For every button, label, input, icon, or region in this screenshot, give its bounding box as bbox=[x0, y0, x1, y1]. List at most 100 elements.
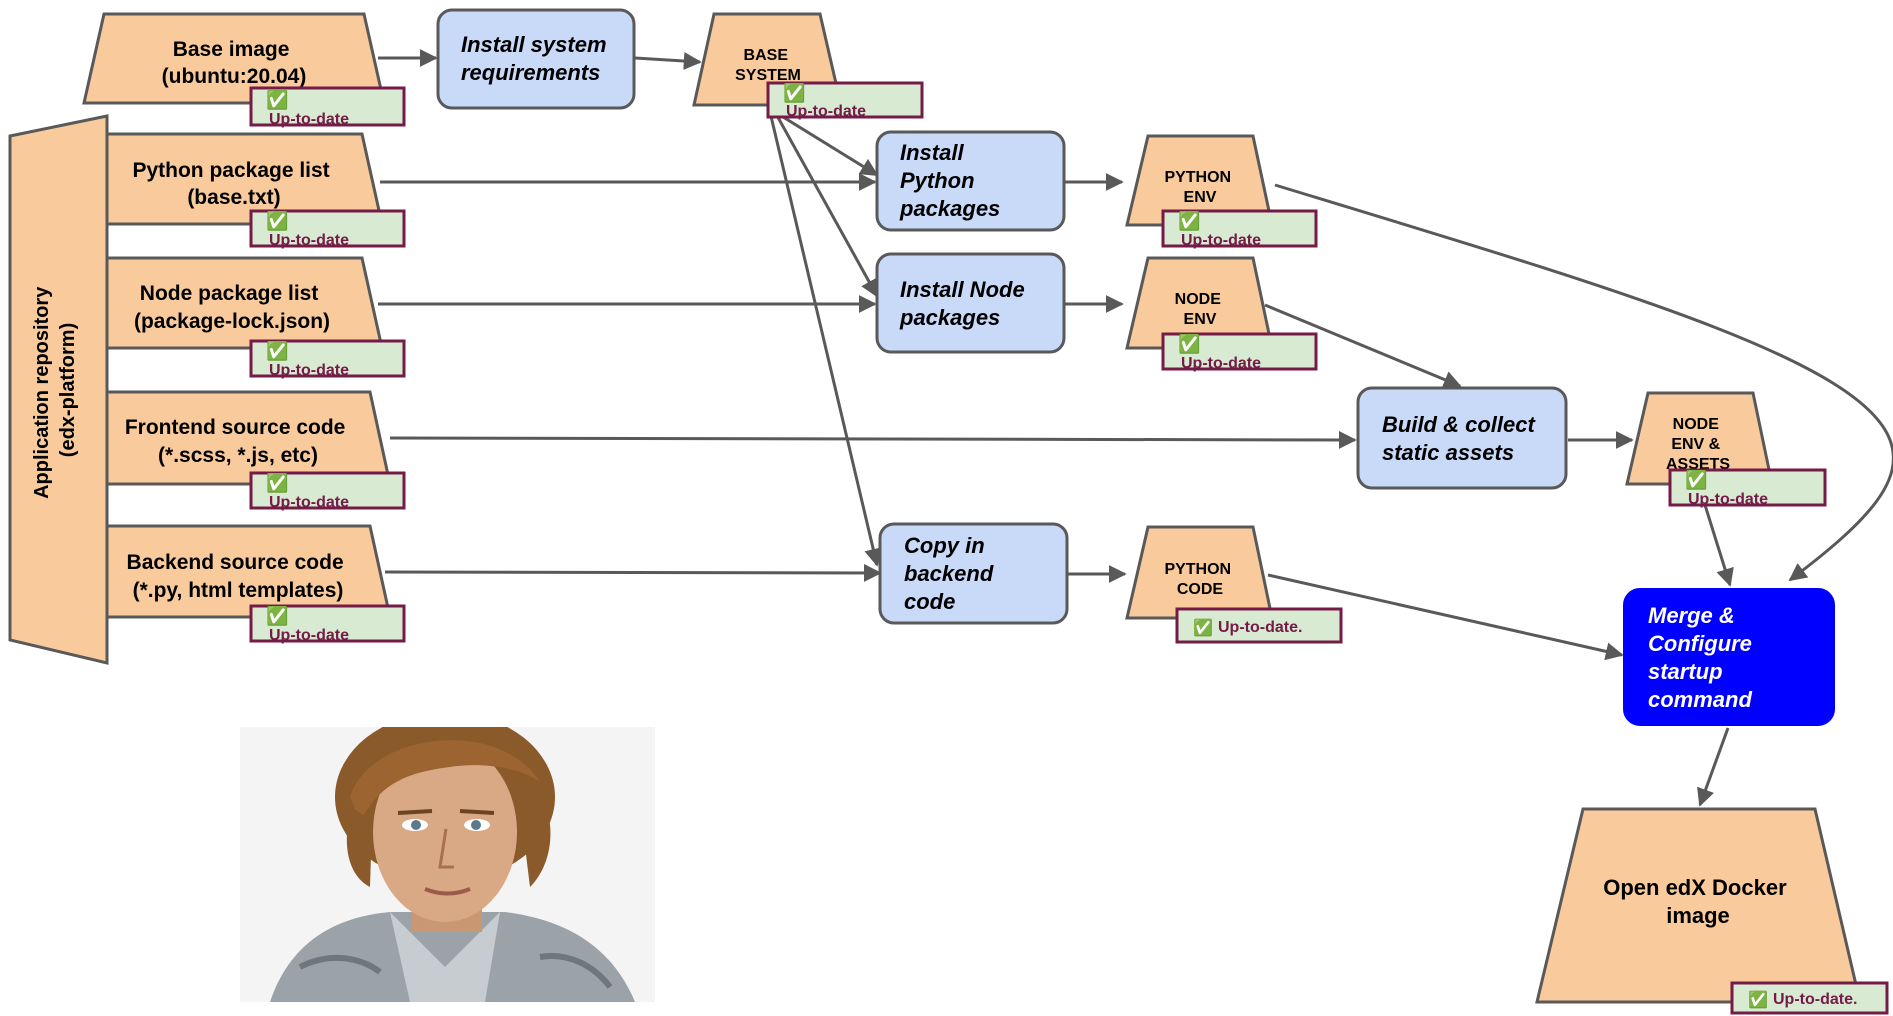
badge-label: Up-to-date bbox=[269, 494, 349, 511]
input-frontend-source: Frontend source code (*.scss, *.js, etc) bbox=[105, 390, 392, 486]
check-icon: ✅ bbox=[266, 340, 288, 361]
badge-base-image: ✅ Up-to-date bbox=[249, 86, 406, 128]
layer-python-env: PYTHON ENV bbox=[1125, 134, 1274, 227]
svg-text:Backend source code (*.p: Backend source code (*.py, html template… bbox=[127, 551, 350, 602]
node-env-assets-line1: NODE bbox=[1673, 416, 1720, 433]
badge-node-list: ✅ Up-to-date bbox=[249, 339, 406, 379]
build-assets-line2: static assets bbox=[1382, 440, 1514, 465]
input-node-package-list: Node package list (package-lock.json) bbox=[105, 256, 384, 350]
badge-label: Up-to-date. bbox=[1218, 619, 1302, 636]
check-icon: ✅ bbox=[1748, 990, 1768, 1009]
backend-label: Backend source code bbox=[127, 551, 344, 574]
install-system-line1: Install system bbox=[461, 32, 607, 57]
python-list-file: (base.txt) bbox=[187, 186, 280, 209]
check-icon: ✅ bbox=[783, 82, 805, 103]
svg-text:NODE ENV: NODE ENV bbox=[1175, 291, 1226, 328]
node-env-assets-line2: ENV & bbox=[1671, 436, 1720, 453]
final-image-line2: image bbox=[1666, 903, 1730, 928]
arrow-node-env-to-build-assets bbox=[1264, 303, 1462, 389]
badge-label: Up-to-date bbox=[269, 111, 349, 128]
arrow-python-env-to-merge bbox=[1274, 183, 1893, 582]
node-list-label: Node package list bbox=[140, 282, 319, 305]
install-system-line2: requirements bbox=[461, 60, 600, 85]
badge-final-image: ✅ Up-to-date. bbox=[1730, 981, 1889, 1015]
svg-text:NODE ENV & ASSETS: NODE ENV & ASSETS bbox=[1666, 416, 1730, 473]
backend-files: (*.py, html templates) bbox=[133, 579, 344, 602]
merge-line2: Configure bbox=[1648, 631, 1752, 656]
arrows bbox=[378, 49, 1893, 807]
svg-text:Application repository (: Application repository (edx-platform) bbox=[31, 281, 79, 499]
badge-label: Up-to-date bbox=[786, 103, 866, 120]
install-python-line1: Install bbox=[900, 140, 964, 165]
arrow-frontend-to-build-assets bbox=[389, 430, 1357, 449]
arrow-node-env-assets-to-merge bbox=[1703, 504, 1734, 587]
svg-text:Open edX Docker image: Open edX Docker image bbox=[1603, 875, 1793, 928]
base-image-label: Base image bbox=[173, 38, 290, 61]
step-merge-configure: Merge & Configure startup command bbox=[1623, 588, 1835, 726]
check-icon: ✅ bbox=[266, 472, 288, 493]
arrow-python-code-to-merge bbox=[1267, 573, 1624, 661]
arrow-base-system-to-copy-backend bbox=[768, 111, 883, 567]
final-image-line1: Open edX Docker bbox=[1603, 875, 1787, 900]
arrow-install-system-to-base-system bbox=[634, 52, 702, 70]
repository-name: (edx-platform) bbox=[57, 323, 79, 457]
python-list-label: Python package list bbox=[132, 159, 329, 182]
badge-label: Up-to-date. bbox=[1773, 991, 1857, 1008]
svg-text:Python package list (bas: Python package list (base.txt) bbox=[132, 159, 335, 209]
input-python-package-list: Python package list (base.txt) bbox=[105, 132, 384, 226]
badge-python-code: ✅ Up-to-date. bbox=[1175, 607, 1343, 644]
base-image-tag: (ubuntu:20.04) bbox=[162, 65, 307, 88]
final-docker-image: Open edX Docker image bbox=[1535, 807, 1862, 1004]
svg-text:BASE SYSTEM: BASE SYSTEM bbox=[735, 47, 801, 84]
merge-line4: command bbox=[1648, 687, 1752, 712]
node-env-line1: NODE bbox=[1175, 291, 1222, 308]
check-icon: ✅ bbox=[1178, 210, 1200, 231]
badge-node-env: ✅ Up-to-date bbox=[1161, 332, 1318, 372]
badge-label: Up-to-date bbox=[269, 627, 349, 644]
repository-title: Application repository bbox=[31, 286, 53, 499]
install-node-line1: Install Node bbox=[900, 277, 1025, 302]
node-list-file: (package-lock.json) bbox=[134, 310, 330, 333]
copy-backend-line1: Copy in bbox=[904, 533, 985, 558]
svg-text:Install Node packages: Install Node packages bbox=[899, 277, 1031, 330]
copy-backend-line2: backend bbox=[904, 561, 994, 586]
svg-text:Node package list (packa: Node package list (package-lock.json) bbox=[134, 282, 330, 333]
python-env-line2: ENV bbox=[1184, 189, 1217, 206]
python-env-line1: PYTHON bbox=[1164, 169, 1231, 186]
build-assets-line1: Build & collect bbox=[1382, 412, 1536, 437]
check-icon: ✅ bbox=[1178, 333, 1200, 354]
badge-label: Up-to-date bbox=[1688, 491, 1768, 508]
svg-text:Merge & Configure: Merge & Configure startup command bbox=[1648, 603, 1758, 712]
badge-label: Up-to-date bbox=[269, 232, 349, 249]
input-backend-source: Backend source code (*.py, html template… bbox=[105, 524, 392, 619]
svg-text:Frontend source code (*.: Frontend source code (*.scss, *.js, etc) bbox=[125, 416, 351, 467]
arrow-base-system-to-install-node bbox=[773, 111, 879, 298]
badge-label: Up-to-date bbox=[1181, 232, 1261, 249]
badge-label: Up-to-date bbox=[269, 362, 349, 379]
base-system-line2: SYSTEM bbox=[735, 67, 801, 84]
step-install-system: Install system requirements bbox=[436, 8, 636, 110]
check-icon: ✅ bbox=[1685, 469, 1707, 490]
badge-frontend: ✅ Up-to-date bbox=[249, 471, 406, 511]
svg-text:Base image (ubuntu:20.04: Base image (ubuntu:20.04) bbox=[162, 38, 307, 88]
copy-backend-line3: code bbox=[904, 589, 955, 614]
badge-python-list: ✅ Up-to-date bbox=[249, 209, 406, 249]
badge-backend: ✅ Up-to-date bbox=[249, 604, 406, 644]
merge-line1: Merge & bbox=[1648, 603, 1735, 628]
badge-label: Up-to-date bbox=[1181, 355, 1261, 372]
check-icon: ✅ bbox=[266, 210, 288, 231]
badge-base-system: ✅ Up-to-date bbox=[766, 81, 924, 120]
badge-node-env-assets: ✅ Up-to-date bbox=[1668, 468, 1827, 508]
frontend-files: (*.scss, *.js, etc) bbox=[158, 444, 318, 467]
svg-text:Install system requireme: Install system requirements bbox=[461, 32, 613, 85]
frontend-label: Frontend source code bbox=[125, 416, 346, 439]
svg-text:PYTHON ENV: PYTHON ENV bbox=[1164, 169, 1235, 206]
step-copy-backend: Copy in backend code bbox=[878, 522, 1069, 625]
arrow-backend-to-copy-backend bbox=[384, 563, 882, 582]
merge-line3: startup bbox=[1648, 659, 1723, 684]
check-icon: ✅ bbox=[266, 605, 288, 626]
svg-text:Copy in backend co: Copy in backend code bbox=[904, 533, 999, 614]
check-icon: ✅ bbox=[1193, 618, 1213, 637]
node-env-line2: ENV bbox=[1184, 311, 1217, 328]
